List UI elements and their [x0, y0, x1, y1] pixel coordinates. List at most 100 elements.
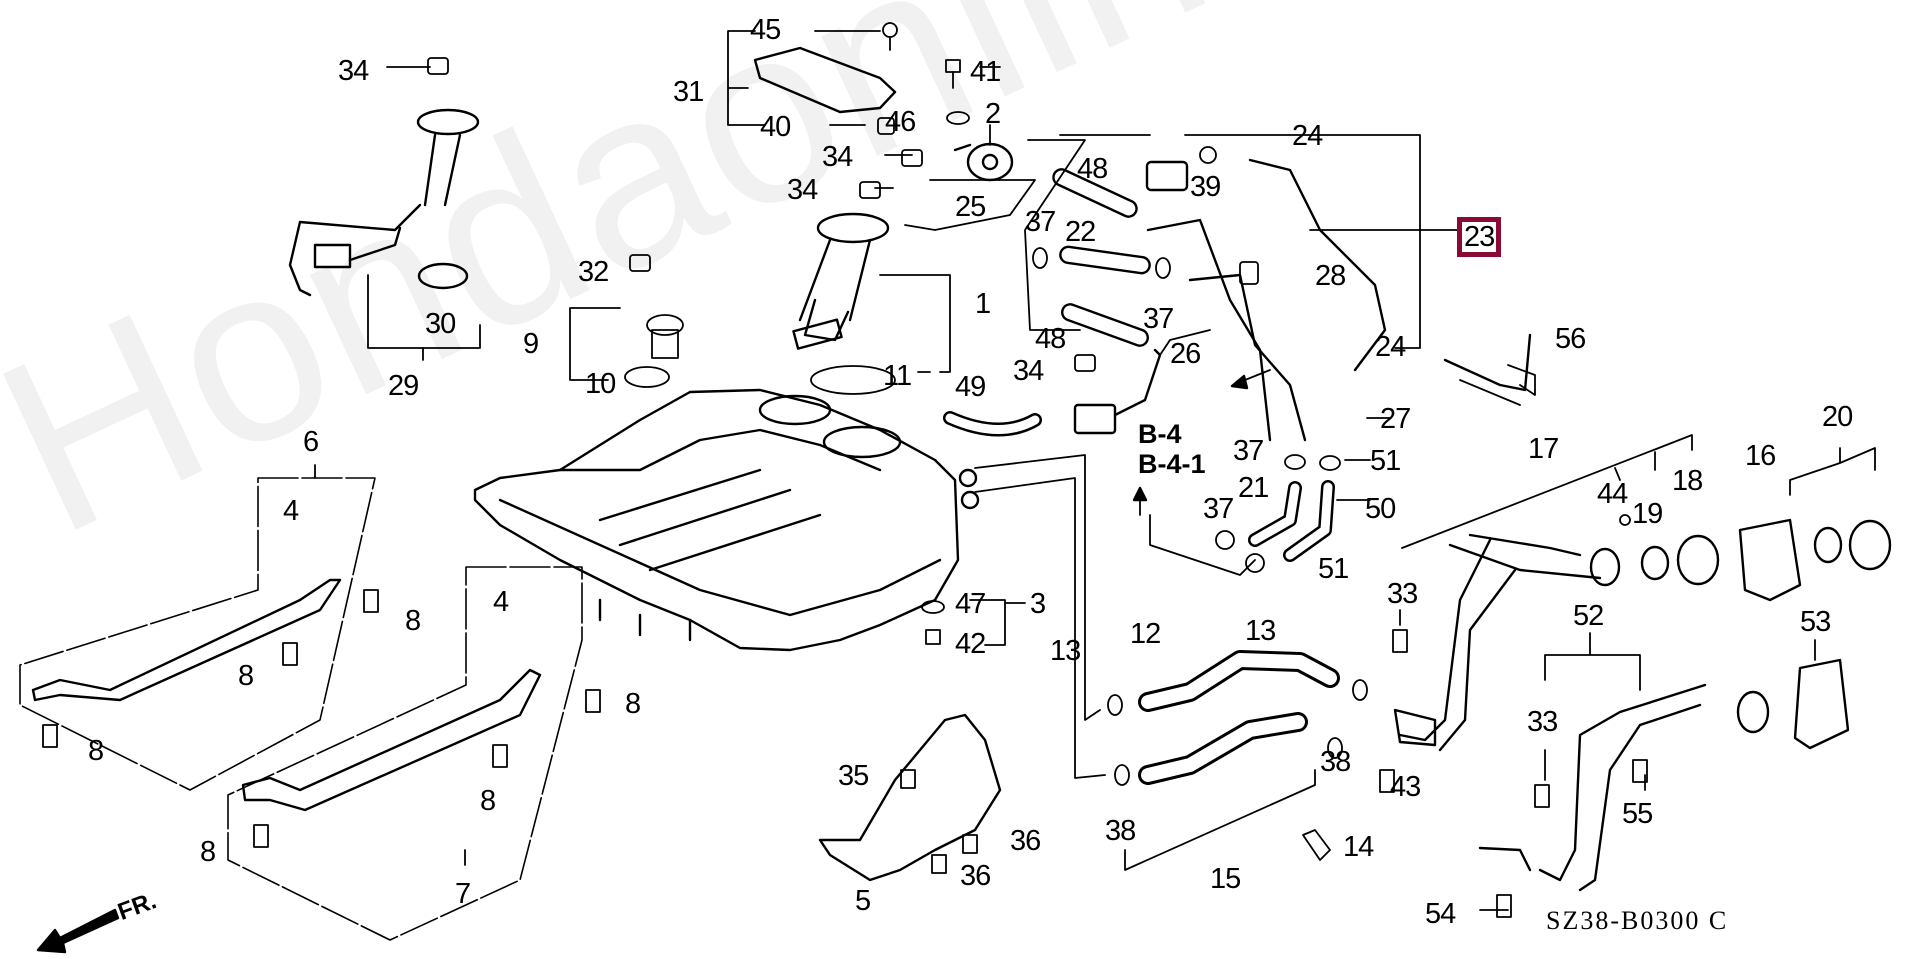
- tank-strap-7[interactable]: [241, 668, 542, 812]
- part-label[interactable]: 8: [88, 735, 104, 767]
- part-label[interactable]: 32: [578, 256, 609, 288]
- part-label[interactable]: 1: [975, 288, 991, 320]
- part-label[interactable]: 39: [1190, 171, 1221, 203]
- part-label[interactable]: 48: [1077, 153, 1108, 185]
- part-label[interactable]: 21: [1238, 472, 1269, 504]
- part-label[interactable]: 48: [1035, 323, 1066, 355]
- part-label[interactable]: 52: [1573, 600, 1604, 632]
- part-label[interactable]: 8: [238, 660, 254, 692]
- part-label[interactable]: 46: [885, 106, 916, 138]
- packing-18[interactable]: [1676, 534, 1720, 586]
- part-label[interactable]: 4: [283, 495, 299, 527]
- part-label[interactable]: 50: [1365, 493, 1396, 525]
- tank-strap-6[interactable]: [31, 578, 342, 702]
- part-label[interactable]: 34: [338, 55, 369, 87]
- part-label[interactable]: 34: [787, 174, 818, 206]
- part-label[interactable]: 51: [1318, 553, 1349, 585]
- part-label[interactable]: 18: [1672, 465, 1703, 497]
- part-label[interactable]: 47: [955, 588, 986, 620]
- part-label[interactable]: 33: [1527, 706, 1558, 738]
- part-label[interactable]: 19: [1632, 498, 1663, 530]
- part-label[interactable]: 3: [1030, 588, 1046, 620]
- hose-48b[interactable]: [1060, 302, 1150, 348]
- base-53[interactable]: [1793, 658, 1850, 750]
- part-label[interactable]: 44: [1597, 478, 1628, 510]
- part-label[interactable]: 24: [1375, 331, 1406, 363]
- part-label[interactable]: 8: [405, 605, 421, 637]
- part-label[interactable]: 37: [1025, 206, 1056, 238]
- part-label[interactable]: 51: [1370, 445, 1401, 477]
- section-ref-b4-1[interactable]: B-4-1: [1138, 449, 1206, 479]
- fuel-cap-20[interactable]: [1848, 519, 1892, 571]
- part-label[interactable]: 10: [585, 368, 616, 400]
- part-label[interactable]: 8: [480, 785, 496, 817]
- pipe-26[interactable]: [1073, 348, 1162, 435]
- cover-31[interactable]: [753, 46, 897, 114]
- part-label[interactable]: 16: [1745, 440, 1776, 472]
- part-label[interactable]: 43: [1390, 771, 1421, 803]
- fuel-tank-part[interactable]: [473, 388, 980, 652]
- fuel-filter-2[interactable]: [953, 142, 1014, 182]
- holder-39[interactable]: [1145, 160, 1189, 192]
- base-16[interactable]: [1738, 518, 1802, 602]
- part-label[interactable]: 13: [1245, 615, 1276, 647]
- part-label[interactable]: 56: [1555, 323, 1586, 355]
- part-label[interactable]: 35: [838, 760, 869, 792]
- part-label[interactable]: 12: [1130, 618, 1161, 650]
- part-label[interactable]: 11: [883, 360, 912, 392]
- part-label[interactable]: 24: [1292, 120, 1323, 152]
- part-label[interactable]: 28: [1315, 260, 1346, 292]
- clip-56[interactable]: [1443, 333, 1532, 392]
- gasket-30[interactable]: [417, 262, 469, 290]
- fuel-pipe-23[interactable]: [1146, 158, 1387, 442]
- part-label[interactable]: 8: [200, 836, 216, 868]
- part-label[interactable]: 38: [1105, 815, 1136, 847]
- part-label[interactable]: 29: [388, 370, 419, 402]
- part-label[interactable]: 15: [1210, 863, 1241, 895]
- ring-19[interactable]: [1640, 545, 1670, 581]
- part-label[interactable]: 41: [970, 56, 1001, 88]
- part-label[interactable]: 13: [1050, 635, 1081, 667]
- part-label[interactable]: 45: [750, 14, 781, 46]
- part-label[interactable]: 7: [455, 878, 471, 910]
- part-label[interactable]: 38: [1320, 746, 1351, 778]
- part-label[interactable]: 54: [1425, 898, 1456, 930]
- filler-pipe-17[interactable]: [1393, 533, 1621, 752]
- part-label[interactable]: 5: [855, 885, 871, 917]
- highlighted-part-label[interactable]: 23: [1457, 217, 1502, 257]
- fuel-pump-part[interactable]: [792, 212, 890, 350]
- part-label[interactable]: 37: [1143, 303, 1174, 335]
- part-label[interactable]: 31: [673, 76, 704, 108]
- part-label[interactable]: 30: [425, 308, 456, 340]
- part-label[interactable]: 37: [1203, 493, 1234, 525]
- part-label[interactable]: 40: [760, 111, 791, 143]
- part-label[interactable]: 20: [1822, 401, 1853, 433]
- part-label[interactable]: 27: [1380, 403, 1411, 435]
- hose-22[interactable]: [1059, 245, 1151, 275]
- part-label[interactable]: 36: [960, 860, 991, 892]
- fuel-sender-part[interactable]: [288, 108, 480, 297]
- hose-48a[interactable]: [1051, 167, 1139, 220]
- part-label[interactable]: 49: [955, 371, 986, 403]
- part-label[interactable]: 6: [303, 426, 319, 458]
- part-label[interactable]: 26: [1170, 338, 1201, 370]
- part-label[interactable]: 2: [985, 98, 1001, 130]
- part-label[interactable]: 34: [822, 141, 853, 173]
- part-label[interactable]: 8: [625, 688, 641, 720]
- protector-5[interactable]: [818, 713, 1002, 882]
- part-label[interactable]: 33: [1387, 578, 1418, 610]
- seal-20[interactable]: [1813, 526, 1843, 564]
- part-label[interactable]: 14: [1343, 831, 1374, 863]
- part-label[interactable]: 17: [1528, 433, 1559, 465]
- part-label[interactable]: 36: [1010, 825, 1041, 857]
- part-label[interactable]: 25: [955, 191, 986, 223]
- part-label[interactable]: 4: [493, 586, 509, 618]
- section-ref-b4[interactable]: B-4: [1138, 419, 1182, 449]
- part-label[interactable]: 53: [1800, 606, 1831, 638]
- part-label[interactable]: 55: [1622, 798, 1653, 830]
- part-label[interactable]: 22: [1065, 216, 1096, 248]
- part-label[interactable]: 42: [955, 628, 986, 660]
- part-label[interactable]: 9: [523, 328, 539, 360]
- filler-pipe-52[interactable]: [1478, 683, 1770, 892]
- part-label[interactable]: 37: [1233, 435, 1264, 467]
